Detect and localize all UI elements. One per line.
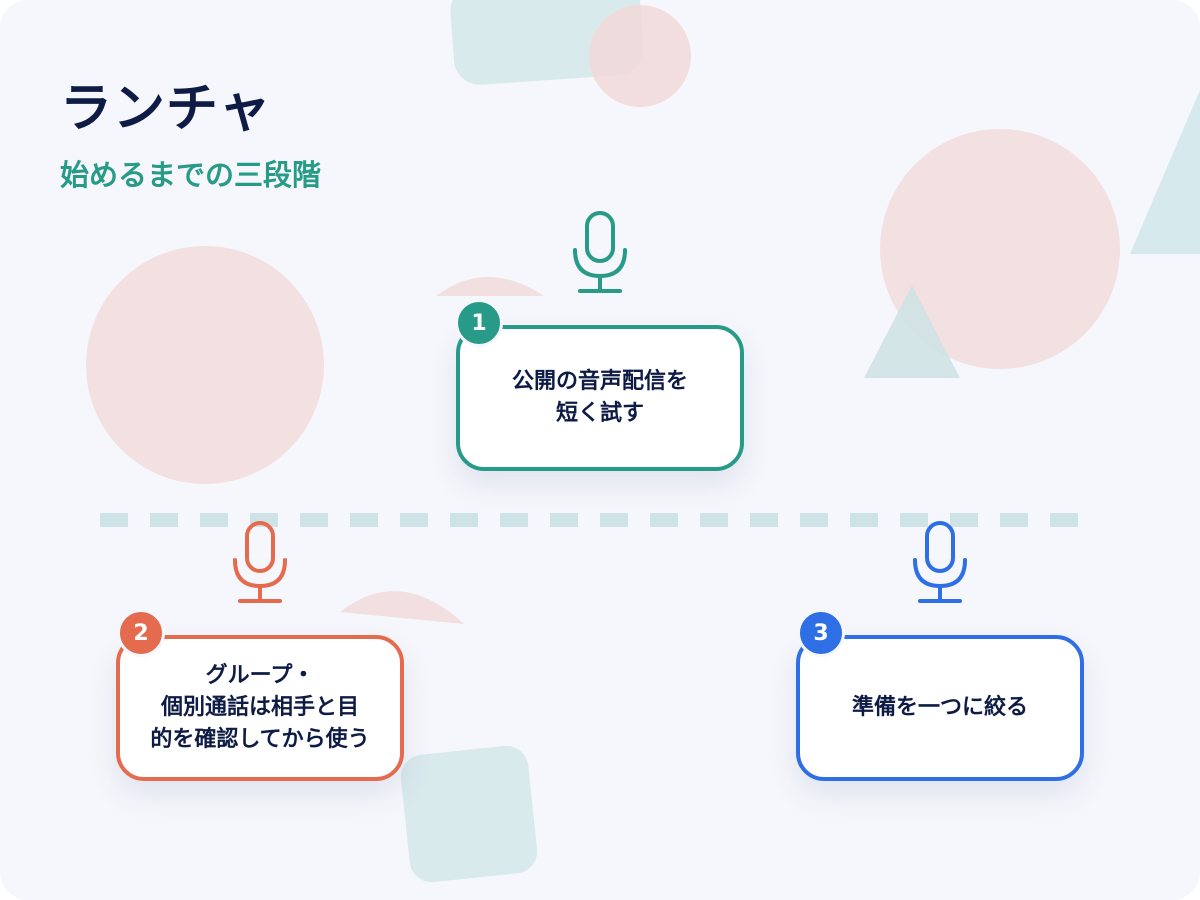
- deco-square-bottom: [400, 745, 538, 883]
- step-text-line: 公開の音声配信を: [511, 369, 688, 395]
- deco-circle-right: [880, 129, 1120, 369]
- deco-arc-bottom: [340, 591, 464, 624]
- deco-circle-left: [86, 246, 324, 484]
- step-text-line: グループ・: [205, 663, 315, 689]
- deco-arc-top: [436, 277, 544, 296]
- step-text-line: 的を確認してから使う: [150, 726, 370, 752]
- microphone-icon: [913, 521, 967, 603]
- deco-triangle-right: [1130, 90, 1200, 254]
- step-badge-1: 1: [455, 299, 503, 347]
- step-text-line: 準備を一つに絞る: [851, 695, 1028, 721]
- page-title: ランチャ: [60, 79, 272, 139]
- step-text: グループ・ 個別通話は相手と目 的を確認してから使う: [136, 660, 383, 756]
- step-badge-3: 3: [797, 609, 845, 657]
- step-text-line: 短く試す: [555, 401, 644, 426]
- timeline-divider: [100, 513, 1080, 527]
- step-card-2: グループ・ 個別通話は相手と目 的を確認してから使う: [116, 635, 404, 781]
- step-badge-2: 2: [117, 609, 165, 657]
- step-text: 公開の音声配信を 短く試す: [498, 366, 702, 430]
- page-subtitle: 始めるまでの三段階: [60, 158, 322, 192]
- deco-circle-top: [589, 5, 691, 107]
- step-card-3: 準備を一つに絞る: [796, 635, 1084, 781]
- microphone-icon: [233, 521, 287, 603]
- step-card-1: 公開の音声配信を 短く試す: [456, 325, 744, 471]
- step-text-line: 個別通話は相手と目: [160, 695, 359, 721]
- microphone-icon: [573, 211, 627, 293]
- deco-triangle-mid: [864, 285, 960, 378]
- step-text: 準備を一つに絞る: [838, 692, 1042, 724]
